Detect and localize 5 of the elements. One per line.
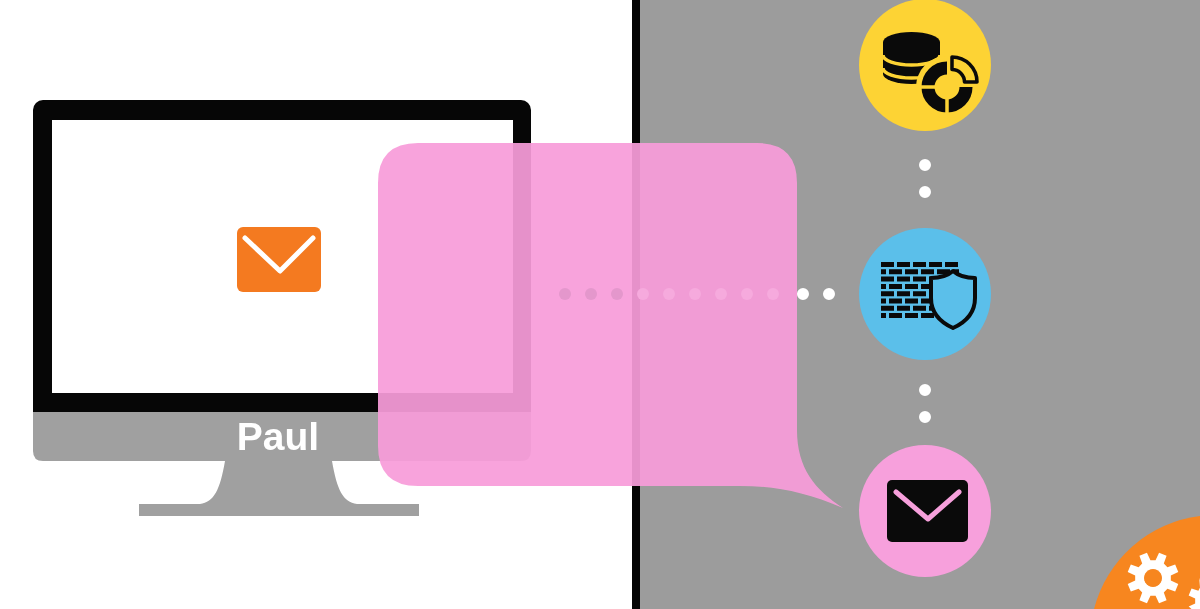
gear-icon — [1094, 516, 1200, 609]
database-chart-icon — [859, 0, 991, 131]
firewall-shield-icon — [859, 228, 991, 360]
envelope-icon — [859, 445, 991, 577]
user-name-label: Paul — [236, 417, 320, 456]
